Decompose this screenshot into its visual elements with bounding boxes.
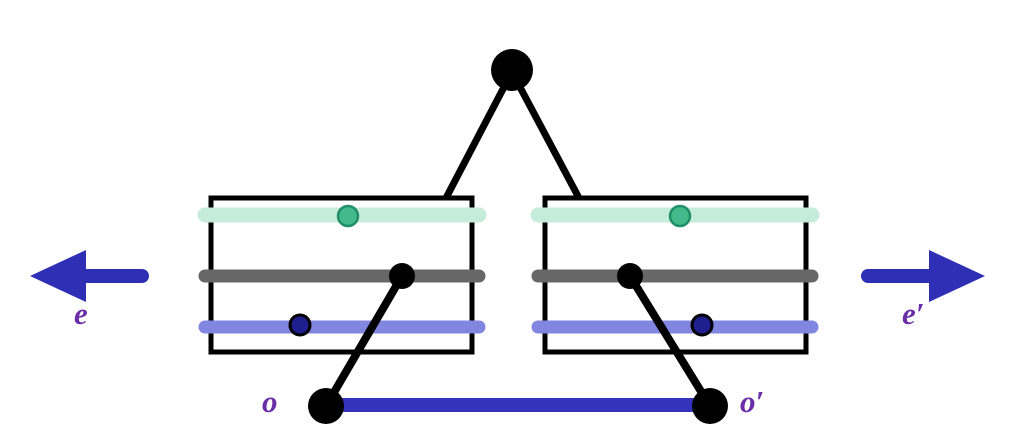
- right-box-navy-marker: [690, 313, 714, 337]
- left-diagonal-edge: [322, 272, 406, 410]
- apex-node: [491, 49, 533, 91]
- left-node-label: o: [262, 384, 278, 419]
- apex-edges: [442, 85, 583, 202]
- left-box-green-marker: [336, 204, 360, 228]
- right-diagonal-edge: [626, 272, 714, 410]
- left-gray-bar-node: [389, 263, 415, 289]
- right-box-green-marker: [668, 204, 692, 228]
- left-arrow-icon: [30, 250, 149, 302]
- apex-edge-left: [442, 85, 507, 202]
- right-gray-bar-node: [617, 263, 643, 289]
- left-arrow-label: e: [74, 296, 88, 331]
- bottom-right-node: [692, 388, 728, 424]
- left-box-navy-marker: [288, 313, 312, 337]
- right-arrow-head: [929, 250, 985, 302]
- right-box-group: [530, 195, 820, 355]
- right-arrow-icon: [861, 250, 985, 302]
- right-arrow-label: e′: [902, 296, 925, 331]
- bottom-left-node: [308, 388, 344, 424]
- left-box-group: [197, 195, 487, 355]
- apex-edge-right: [517, 85, 583, 202]
- right-node-label: o′: [740, 384, 765, 419]
- left-arrow-head: [30, 250, 86, 302]
